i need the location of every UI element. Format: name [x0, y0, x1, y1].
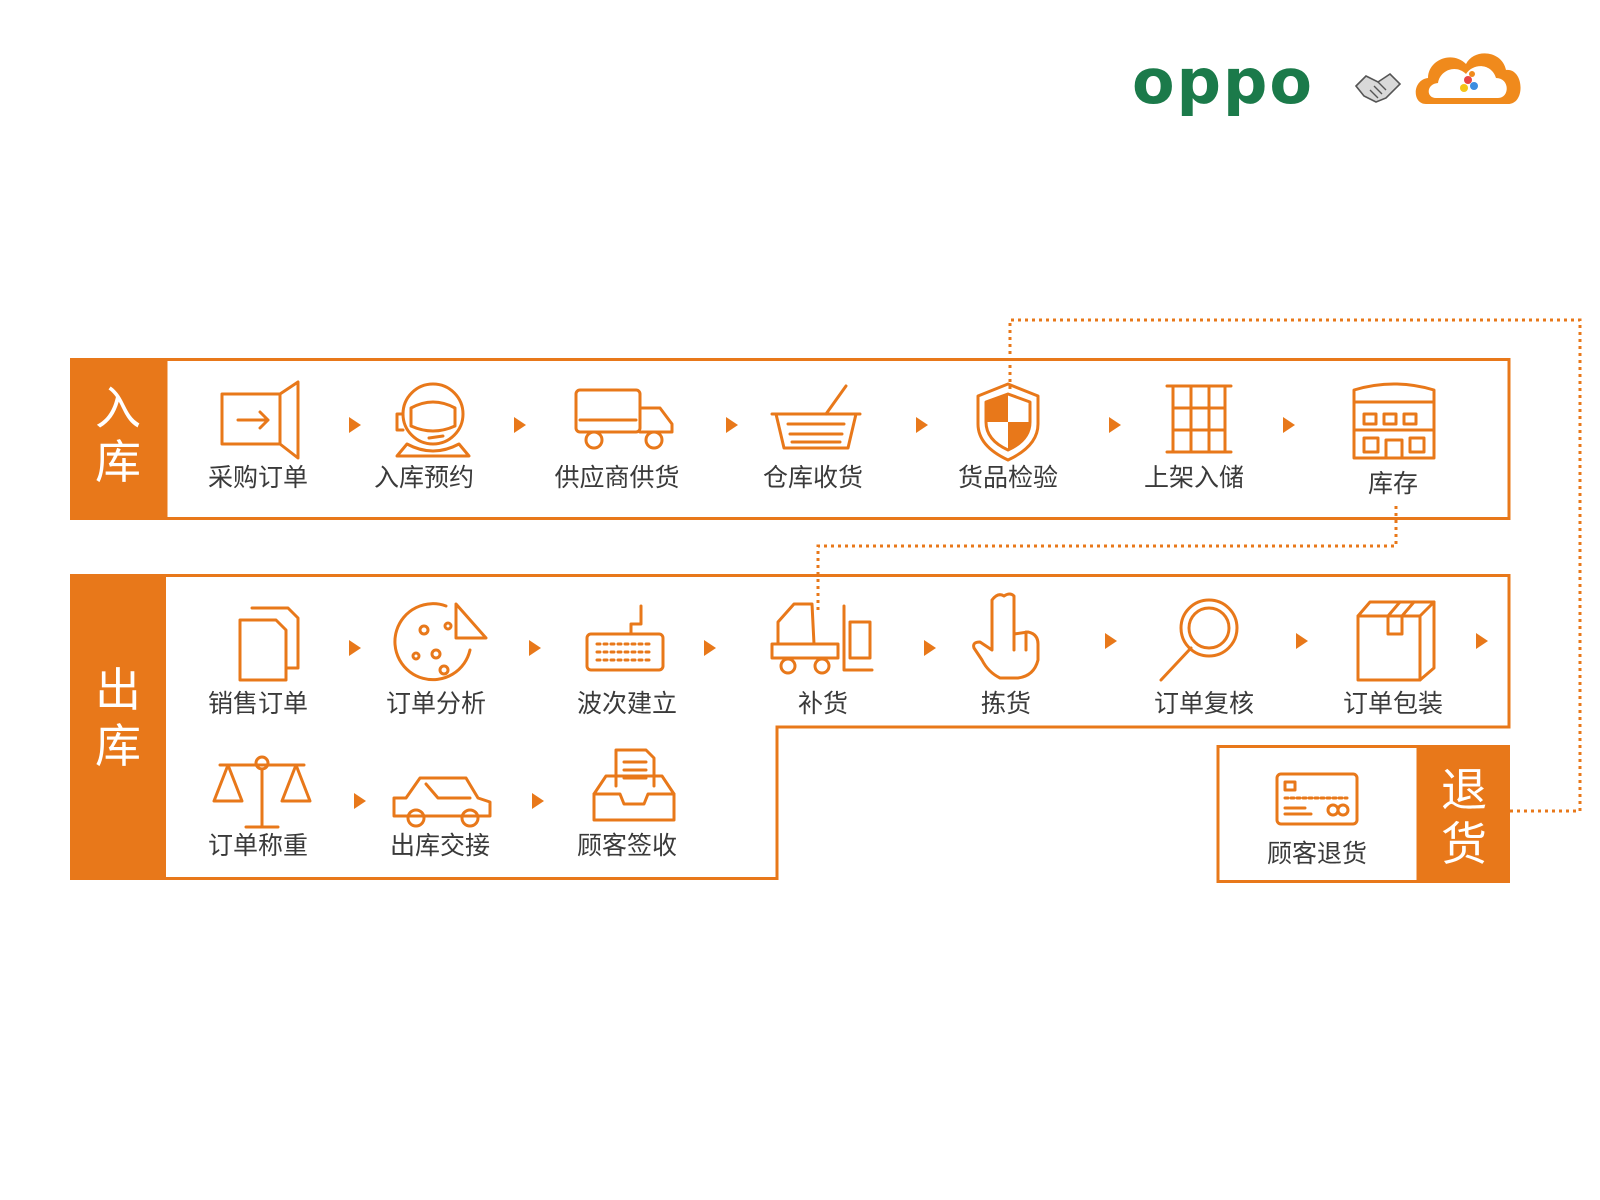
outbound-side-panel — [70, 574, 166, 880]
step-label-outbound-handover: 出库交接 — [390, 831, 490, 860]
oppo-logo: oppo — [1132, 45, 1314, 118]
step-label-order-review: 订单复核 — [1154, 689, 1254, 718]
step-label-replenishment: 补货 — [798, 689, 848, 718]
inbox-tray-icon — [592, 748, 676, 822]
keyboard-icon — [585, 604, 665, 672]
header-logos: oppo — [1132, 45, 1521, 118]
handshake-icon — [1354, 72, 1402, 103]
step-label-sales-order: 销售订单 — [208, 689, 308, 718]
cloud-logo-icon — [1415, 53, 1521, 104]
return-loop-line — [1008, 318, 1582, 813]
documents-icon — [238, 606, 300, 682]
outbound-title-1: 出 — [95, 663, 141, 717]
step-label-customer-return: 顾客退货 — [1267, 839, 1367, 868]
step-label-order-analysis: 订单分析 — [386, 689, 486, 718]
shelf-icon — [1165, 384, 1233, 454]
outbound-section: 出 库 — [70, 574, 1511, 880]
returns-side-panel — [1418, 745, 1510, 883]
card-icon — [1275, 772, 1359, 826]
scale-icon — [212, 755, 312, 829]
forklift-icon — [770, 602, 874, 675]
arrow-15 — [532, 793, 544, 809]
inbound-title-2: 库 — [95, 435, 141, 489]
step-labels: 采购订单 入库预约 供应商供货 仓库收货 货品检验 上架入储 库存 销售订单 订… — [208, 463, 1443, 868]
outbound-frame — [166, 574, 1511, 880]
arrow-4 — [916, 417, 928, 433]
step-label-supplier-delivery: 供应商供货 — [554, 463, 679, 492]
purchase-order-icon — [220, 380, 300, 460]
replenish-loop-line — [816, 506, 1398, 612]
returns-section: 退 货 — [1216, 745, 1510, 883]
outbound-title-2: 库 — [95, 719, 141, 773]
arrow-6 — [1283, 417, 1295, 433]
arrow-3 — [726, 417, 738, 433]
step-label-wave-creation: 波次建立 — [577, 689, 677, 718]
arrow-11 — [1105, 633, 1117, 649]
pointing-hand-icon — [972, 592, 1040, 680]
basket-icon — [770, 384, 862, 450]
flow-arrows — [349, 417, 1488, 809]
headset-agent-icon — [395, 382, 471, 458]
step-label-customer-signoff: 顾客签收 — [577, 831, 677, 860]
arrow-10 — [924, 640, 936, 656]
step-label-order-weighing: 订单称重 — [208, 831, 308, 860]
arrow-14 — [354, 793, 366, 809]
car-icon — [392, 776, 492, 828]
arrow-5 — [1109, 417, 1121, 433]
step-label-inventory: 库存 — [1368, 469, 1418, 498]
step-label-warehouse-receiving: 仓库收货 — [763, 463, 863, 492]
inbound-frame — [164, 358, 1511, 520]
arrow-1 — [349, 417, 361, 433]
arrow-2 — [514, 417, 526, 433]
returns-title-2: 货 — [1441, 817, 1487, 871]
warehouse-icon — [1352, 382, 1436, 460]
shield-icon — [976, 382, 1040, 462]
dotted-connectors — [816, 318, 1582, 813]
step-label-goods-inspection: 货品检验 — [958, 463, 1058, 492]
magnifier-icon — [1159, 598, 1239, 682]
arrow-12 — [1296, 633, 1308, 649]
package-box-icon — [1356, 600, 1436, 682]
arrow-7 — [349, 640, 361, 656]
inbound-side-panel — [70, 358, 166, 520]
step-label-picking: 拣货 — [981, 689, 1031, 718]
step-label-purchase-order: 采购订单 — [208, 463, 308, 492]
step-label-put-away: 上架入储 — [1144, 463, 1244, 492]
pie-chart-icon — [393, 602, 488, 682]
arrow-13 — [1476, 633, 1488, 649]
arrow-9 — [704, 640, 716, 656]
arrow-8 — [529, 640, 541, 656]
truck-icon — [574, 388, 674, 450]
returns-title-1: 退 — [1441, 763, 1487, 817]
inbound-title-1: 入 — [95, 381, 141, 435]
inbound-section: 入 库 — [70, 358, 1511, 520]
step-label-inbound-booking: 入库预约 — [374, 463, 474, 492]
step-label-order-packing: 订单包装 — [1343, 689, 1443, 718]
